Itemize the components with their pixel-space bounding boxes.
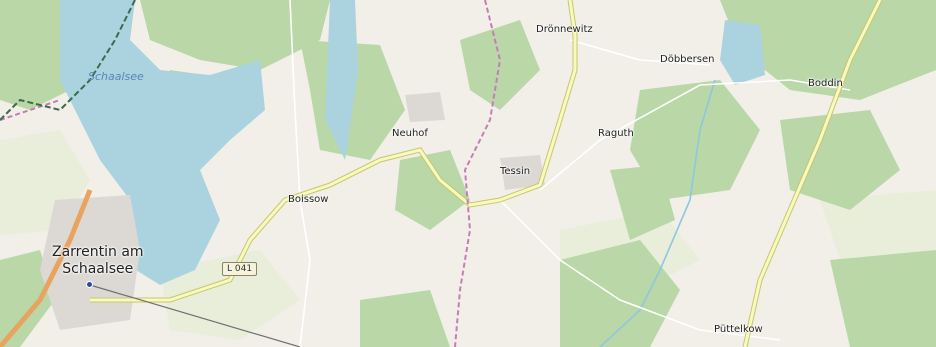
- minor-roads: [289, 0, 851, 347]
- place-label-dobbersen: Döbbersen: [660, 54, 715, 65]
- place-label-boissow: Boissow: [288, 194, 329, 205]
- river: [599, 79, 716, 347]
- lake-narrow: [325, 0, 358, 160]
- place-label-zarrentin: Zarrentin am Schaalsee: [52, 244, 144, 278]
- road-shield-l041: L 041: [222, 262, 258, 276]
- town-name-line1: Zarrentin am: [52, 244, 144, 260]
- town-marker-icon: [86, 281, 93, 288]
- rail-line: [89, 284, 301, 347]
- lake-schaalsee: [60, 0, 265, 285]
- main-road: [0, 189, 93, 347]
- place-label-boddin: Boddin: [808, 78, 843, 89]
- lake-label: Schaalsee: [88, 70, 144, 83]
- place-label-dronnewitz: Drönnewitz: [536, 24, 593, 35]
- lake-dobbersen: [720, 20, 765, 85]
- admin-boundary: [0, 0, 502, 347]
- town-area: [40, 195, 140, 330]
- place-label-tessin: Tessin: [500, 166, 531, 177]
- place-label-raguth: Raguth: [598, 128, 634, 139]
- state-border: [0, 0, 136, 121]
- secondary-roads: [90, 0, 883, 347]
- place-label-neuhof: Neuhof: [392, 128, 428, 139]
- place-label-puttelkow: Püttelkow: [714, 324, 763, 335]
- town-name-line2: Schaalsee: [62, 261, 134, 277]
